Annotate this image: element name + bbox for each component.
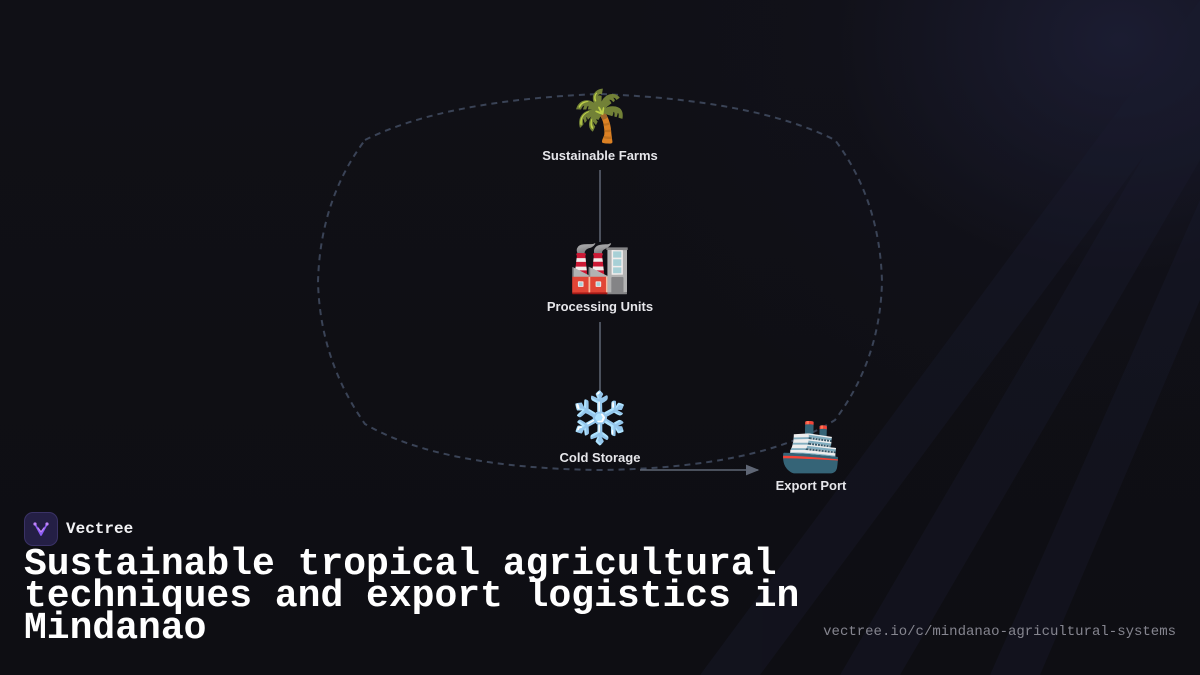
node-cold-storage[interactable]: ❄️ Cold Storage xyxy=(500,388,700,465)
node-processing-units[interactable]: 🏭 Processing Units xyxy=(500,237,700,314)
node-export-port[interactable]: 🚢 Export Port xyxy=(711,416,911,493)
brand[interactable]: Vectree xyxy=(24,512,133,546)
vectree-logo-icon xyxy=(24,512,58,546)
node-label: Export Port xyxy=(775,478,847,493)
palm-tree-icon: 🌴 xyxy=(568,87,632,145)
brand-name: Vectree xyxy=(66,520,134,538)
node-sustainable-farms[interactable]: 🌴 Sustainable Farms xyxy=(500,86,700,163)
node-label: Processing Units xyxy=(546,299,654,314)
snowflake-icon: ❄️ xyxy=(568,389,632,447)
factory-icon: 🏭 xyxy=(568,238,632,296)
page-url[interactable]: vectree.io/c/mindanao-agricultural-syste… xyxy=(823,624,1176,640)
node-label: Cold Storage xyxy=(559,450,641,465)
node-label: Sustainable Farms xyxy=(542,148,658,163)
page-title: Sustainable tropical agricultural techni… xyxy=(24,543,800,650)
cycle-boundary xyxy=(316,92,884,472)
ship-icon: 🚢 xyxy=(779,417,843,475)
